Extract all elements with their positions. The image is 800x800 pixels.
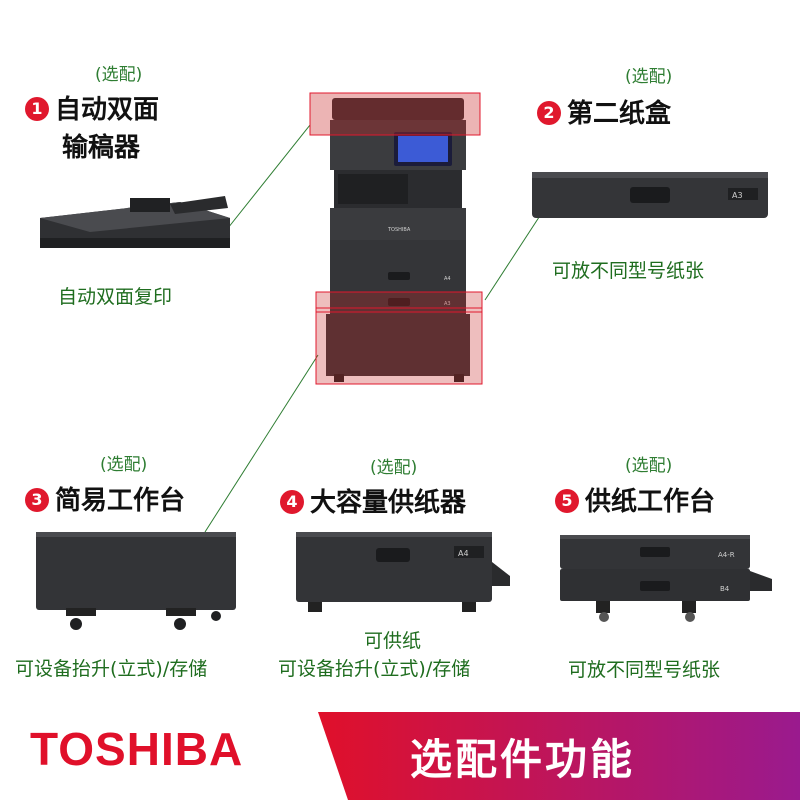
adf-highlight: [309, 92, 481, 136]
base-highlight: [315, 291, 483, 385]
item-4-title-text: 大容量供纸器: [310, 488, 467, 518]
item-5-title-text: 供纸工作台: [585, 487, 716, 517]
badge-2: 2: [537, 101, 561, 125]
item-3-caption: 可设备抬升(立式)/存储: [15, 658, 208, 680]
item-4-caption-line1: 可供纸: [364, 630, 422, 652]
large-capacity-feeder-image: A4: [296, 532, 510, 612]
optional-label-3: (选配): [100, 455, 148, 475]
badge-1: 1: [25, 97, 49, 121]
footer-banner-text: 选配件功能: [410, 735, 636, 784]
footer-banner: [318, 712, 800, 800]
machine-tray2-label: A3: [444, 301, 451, 307]
optional-label-1: (选配): [95, 65, 143, 85]
item-5-tray-label-top: A4-R: [718, 551, 735, 559]
badge-3: 3: [25, 488, 49, 512]
badge-5: 5: [555, 489, 579, 513]
machine-front-label: TOSHIBA: [387, 227, 411, 233]
connector-line-2: [484, 207, 546, 301]
item-1-caption: 自动双面复印: [58, 286, 173, 308]
item-3-title-text: 简易工作台: [55, 486, 186, 516]
optional-label-4: (选配): [370, 458, 418, 478]
connector-line-3: [204, 354, 319, 533]
copier-image: TOSHIBA A4 A3: [309, 92, 483, 385]
item-4-tray-label: A4: [458, 549, 469, 558]
item-1-title-line1: 自动双面: [55, 95, 160, 125]
machine-tray1-label: A4: [444, 276, 451, 282]
optional-label-2: (选配): [625, 67, 673, 87]
simple-stand-image: [36, 532, 236, 630]
toshiba-logo: TOSHIBA: [30, 723, 244, 775]
badge-4: 4: [280, 490, 304, 514]
item-5-caption: 可放不同型号纸张: [568, 659, 721, 681]
item-2-title-text: 第二纸盒: [567, 99, 672, 129]
paper-feed-stand-image: A4-R B4: [560, 535, 772, 622]
item-5-tray-label-bottom: B4: [720, 585, 730, 593]
connector-line-1: [227, 124, 311, 229]
optional-label-5: (选配): [625, 456, 673, 476]
item-2-tray-label: A3: [732, 191, 743, 200]
item-4-caption-line2: 可设备抬升(立式)/存储: [278, 658, 471, 680]
item-1-title-line2: 输稿器: [62, 133, 141, 163]
adf-image: [40, 196, 230, 248]
second-tray-image: A3: [532, 172, 768, 218]
item-2-caption: 可放不同型号纸张: [552, 260, 705, 282]
